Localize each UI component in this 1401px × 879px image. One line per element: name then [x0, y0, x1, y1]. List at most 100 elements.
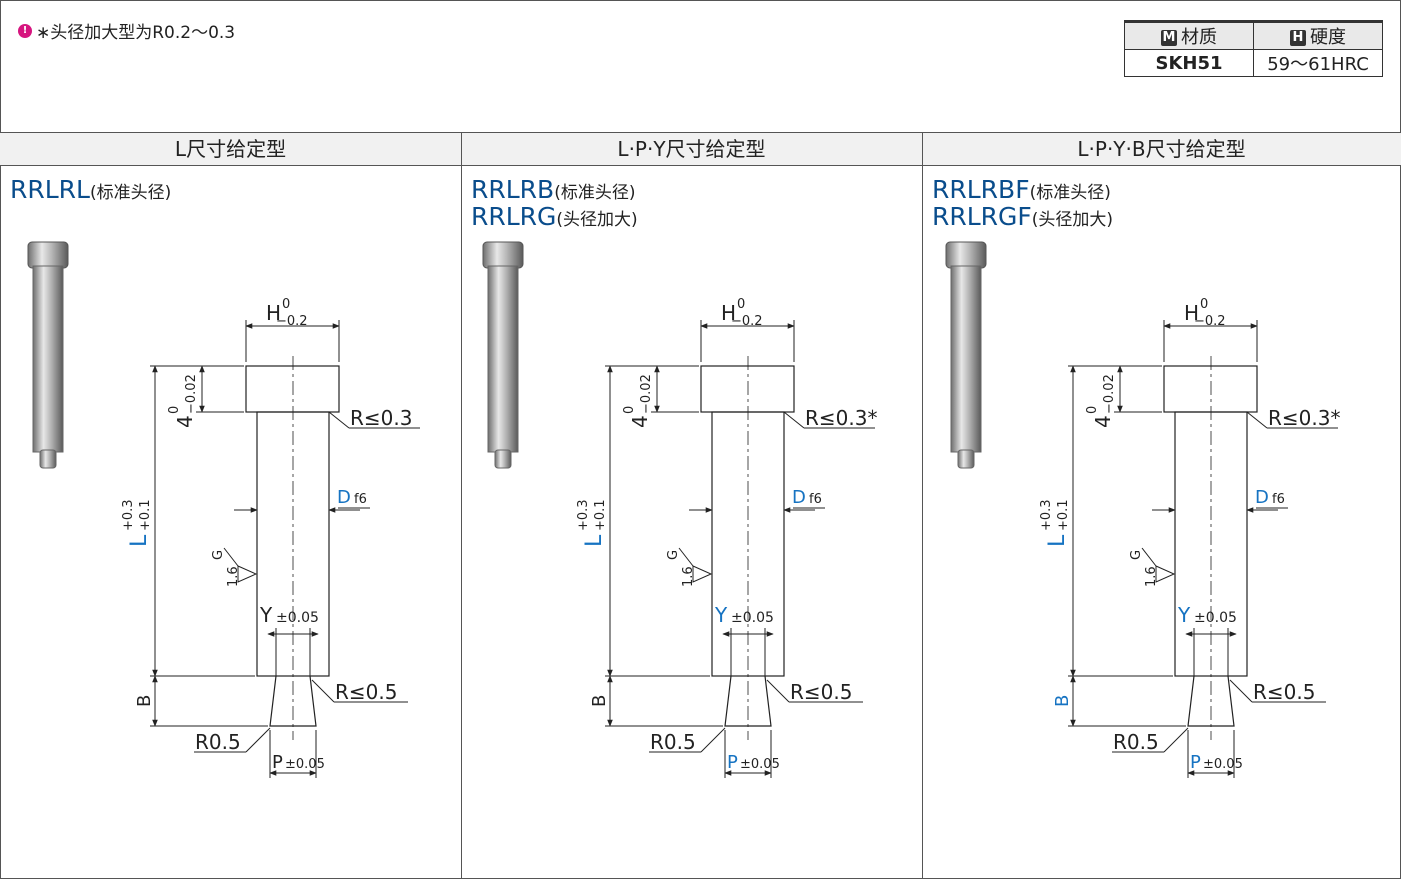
svg-text:+0.1: +0.1: [1056, 499, 1071, 531]
svg-text:0: 0: [622, 406, 637, 414]
surface-finish-icon: [237, 565, 258, 583]
dim-head-height: 40−0.02: [622, 374, 654, 428]
dim-d-label: D: [1255, 487, 1269, 508]
svg-text:L: L: [1045, 534, 1070, 547]
svg-text:G: G: [211, 550, 226, 560]
svg-text:4: 4: [1091, 415, 1115, 428]
ejector-pin-photo: [482, 241, 524, 469]
svg-text:+0.1: +0.1: [593, 499, 608, 531]
svg-text:−0.02: −0.02: [639, 374, 654, 414]
model-label: RRLRB(标准头径): [471, 175, 636, 204]
svg-text:L: L: [127, 534, 152, 547]
dim-r-head: R≤0.3*: [1268, 406, 1340, 430]
svg-text:+0.3: +0.3: [1039, 499, 1054, 531]
pin-head: [700, 365, 795, 413]
location-pin-icon: !: [18, 23, 32, 38]
svg-text:+0.3: +0.3: [121, 499, 136, 531]
column-header-row: L尺寸给定型 L·P·Y尺寸给定型 L·P·Y·B尺寸给定型: [0, 132, 1401, 166]
dim-h-tol: −0.2: [731, 314, 763, 329]
dim-p-label: P: [1190, 752, 1201, 773]
note-text: ∗头径加大型为R0.2～0.3: [36, 23, 236, 43]
svg-text:−0.02: −0.02: [184, 374, 199, 414]
dim-b: B: [1052, 695, 1073, 707]
dim-h-label: H: [721, 301, 736, 325]
dim-h-tol: −0.2: [276, 314, 308, 329]
svg-text:B: B: [1052, 695, 1073, 707]
svg-text:G: G: [666, 550, 681, 560]
dim-p-tol: ±0.05: [1203, 757, 1243, 772]
surface-finish-g: G: [211, 550, 226, 560]
dim-head-height: 40−0.02: [167, 374, 199, 428]
dim-y-label: Y: [714, 603, 728, 627]
dim-p-label: P: [727, 752, 738, 773]
dim-y-tol: ±0.05: [1194, 610, 1237, 626]
dim-r-head: R≤0.3*: [805, 406, 877, 430]
dim-b: B: [589, 695, 610, 707]
svg-text:1.6: 1.6: [1144, 566, 1159, 587]
model-label: RRLRL(标准头径): [10, 175, 172, 204]
svg-text:L: L: [582, 534, 607, 547]
model-label: RRLRG(头径加大): [471, 202, 638, 231]
dim-h-tol: 0: [737, 297, 745, 312]
svg-text:4: 4: [173, 415, 197, 428]
surface-finish-icon: [692, 565, 713, 583]
svg-text:G: G: [1129, 550, 1144, 560]
dim-d-tol: f6: [809, 492, 822, 507]
svg-text:B: B: [134, 695, 155, 707]
column-header-2: L·P·Y尺寸给定型: [617, 137, 766, 161]
head-note: ! ∗头径加大型为R0.2～0.3: [18, 18, 235, 43]
dim-h-tol: 0: [282, 297, 290, 312]
dim-y-tol: ±0.05: [731, 610, 774, 626]
dim-y-label: Y: [259, 603, 273, 627]
h-badge-icon: H: [1290, 30, 1306, 46]
column-header-1: L尺寸给定型: [174, 137, 287, 161]
svg-text:0: 0: [1085, 406, 1100, 414]
dim-r05: R0.5: [195, 730, 241, 754]
dim-b: B: [134, 695, 155, 707]
svg-text:B: B: [589, 695, 610, 707]
dim-l: L +0.3+0.1: [576, 499, 608, 547]
dim-r-tip: R≤0.5: [1253, 680, 1315, 704]
dim-y-label: Y: [1177, 603, 1191, 627]
surface-finish-icon: [1155, 565, 1176, 583]
ejector-pin-photo: [945, 241, 987, 469]
dim-h-label: H: [1184, 301, 1199, 325]
dim-r05: R0.5: [1113, 730, 1159, 754]
dim-h-tol: 0: [1200, 297, 1208, 312]
svg-text:+0.1: +0.1: [138, 499, 153, 531]
column-divider: [922, 132, 923, 878]
model-label: RRLRGF(头径加大): [932, 202, 1114, 231]
surface-finish-g: G: [666, 550, 681, 560]
pin-head: [245, 365, 340, 413]
svg-text:−0.02: −0.02: [1102, 374, 1117, 414]
ejector-pin-photo: [27, 241, 69, 469]
surface-finish-value: 1.6: [681, 566, 696, 587]
svg-text:1.6: 1.6: [226, 566, 241, 587]
dim-d-tol: f6: [354, 492, 367, 507]
pin-head: [1163, 365, 1258, 413]
dim-head-height: 40−0.02: [1085, 374, 1117, 428]
svg-text:+0.3: +0.3: [576, 499, 591, 531]
dim-d-tol: f6: [1272, 492, 1285, 507]
dim-h-tol: −0.2: [1194, 314, 1226, 329]
surface-finish-value: 1.6: [226, 566, 241, 587]
model-label: RRLRBF(标准头径): [932, 175, 1111, 204]
dim-r-tip: R≤0.5: [335, 680, 397, 704]
dim-l: L +0.3+0.1: [1039, 499, 1071, 547]
hardness-value: 59～61HRC: [1253, 49, 1383, 77]
m-badge-icon: M: [1161, 30, 1177, 46]
dim-r-head: R≤0.3: [350, 406, 412, 430]
dim-d-label: D: [792, 487, 806, 508]
dim-h-label: H: [266, 301, 281, 325]
dim-r-tip: R≤0.5: [790, 680, 852, 704]
svg-text:1.6: 1.6: [681, 566, 696, 587]
dim-d-label: D: [337, 487, 351, 508]
column-header-3: L·P·Y·B尺寸给定型: [1077, 137, 1246, 161]
svg-text:0: 0: [167, 406, 182, 414]
surface-finish-value: 1.6: [1144, 566, 1159, 587]
